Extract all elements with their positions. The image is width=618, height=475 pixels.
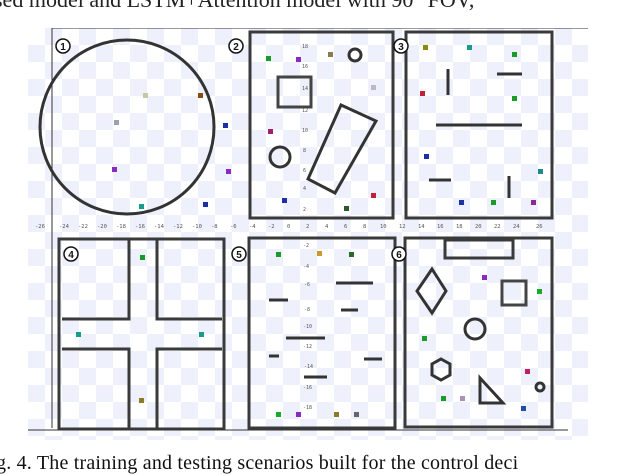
panel-1-circular-arena [38,38,231,216]
panel-3-room [404,30,554,220]
svg-text:20: 20 [475,224,482,230]
svg-text:18: 18 [302,44,308,50]
svg-text:2: 2 [306,224,309,230]
svg-text:-14: -14 [154,224,165,230]
panel-3-badge: 3 [393,38,409,54]
svg-text:24: 24 [513,224,520,230]
panel-6-room [403,236,554,429]
svg-text:-8: -8 [304,307,310,313]
svg-text:-10: -10 [192,224,202,230]
panel-2-badge: 2 [228,38,244,54]
panel-2-room: 18 16 14 12 10 8 6 4 2 [248,30,395,220]
svg-text:-26: -26 [35,224,45,230]
svg-text:6: 6 [303,168,306,174]
svg-text:-24: -24 [59,224,70,230]
svg-text:-12: -12 [173,224,183,230]
svg-text:14: 14 [302,86,308,92]
svg-text:0: 0 [287,224,290,230]
svg-text:18: 18 [456,224,463,230]
panel-4-badge: 4 [63,246,79,262]
svg-text:12: 12 [302,108,308,114]
svg-text:-6: -6 [230,224,237,230]
svg-text:4: 4 [303,186,306,192]
svg-text:6: 6 [344,224,347,230]
svg-text:-22: -22 [78,224,88,230]
svg-text:-18: -18 [116,224,126,230]
panel-1-badge: 1 [55,38,71,54]
svg-text:3: 3 [398,42,404,53]
svg-text:-16: -16 [303,385,312,391]
svg-text:6: 6 [396,250,402,261]
panel-5-room: -2 -4 -6 -8 -10 -12 -14 -16 -18 [247,236,397,430]
svg-text:22: 22 [494,224,501,230]
svg-text:2: 2 [303,207,306,213]
svg-text:16: 16 [302,64,308,70]
svg-text:10: 10 [302,128,308,134]
svg-text:26: 26 [536,224,543,230]
svg-text:16: 16 [437,224,444,230]
svg-text:4: 4 [68,250,74,261]
svg-text:-4: -4 [249,224,256,230]
panel-5-badge: 5 [231,246,247,262]
svg-text:-2: -2 [268,224,275,230]
panel-6-badge: 6 [391,246,407,262]
scenarios-diagram: 1 18 16 14 12 10 8 6 4 2 2 [28,28,588,431]
panel-2-y-ticks: 18 16 14 12 10 8 6 4 2 [302,44,308,213]
svg-text:-6: -6 [304,282,310,288]
svg-text:10: 10 [380,224,387,230]
svg-text:-12: -12 [303,344,312,350]
svg-text:8: 8 [363,224,366,230]
svg-text:5: 5 [236,250,242,261]
svg-text:-16: -16 [135,224,145,230]
preceding-text-line: sed model and LSTM+Attention model with … [0,0,618,14]
svg-text:-14: -14 [304,364,313,370]
panel-4-cross-corridor [57,237,226,431]
svg-text:-20: -20 [97,224,107,230]
svg-text:-2: -2 [303,243,309,249]
svg-text:-4: -4 [303,264,309,270]
svg-text:-10: -10 [303,324,312,330]
svg-text:12: 12 [399,224,406,230]
svg-text:-8: -8 [211,224,218,230]
panel-5-y-ticks: -2 -4 -6 -8 -10 -12 -14 -16 -18 [303,243,313,411]
figure-caption: g. 4. The training and testing scenarios… [0,452,519,474]
svg-text:2: 2 [233,42,239,53]
svg-text:4: 4 [325,224,329,230]
svg-text:1: 1 [60,42,66,53]
svg-text:-18: -18 [303,405,312,411]
scenario-figure: 1 18 16 14 12 10 8 6 4 2 2 [28,28,588,440]
svg-text:14: 14 [418,224,425,230]
svg-text:8: 8 [303,148,306,154]
